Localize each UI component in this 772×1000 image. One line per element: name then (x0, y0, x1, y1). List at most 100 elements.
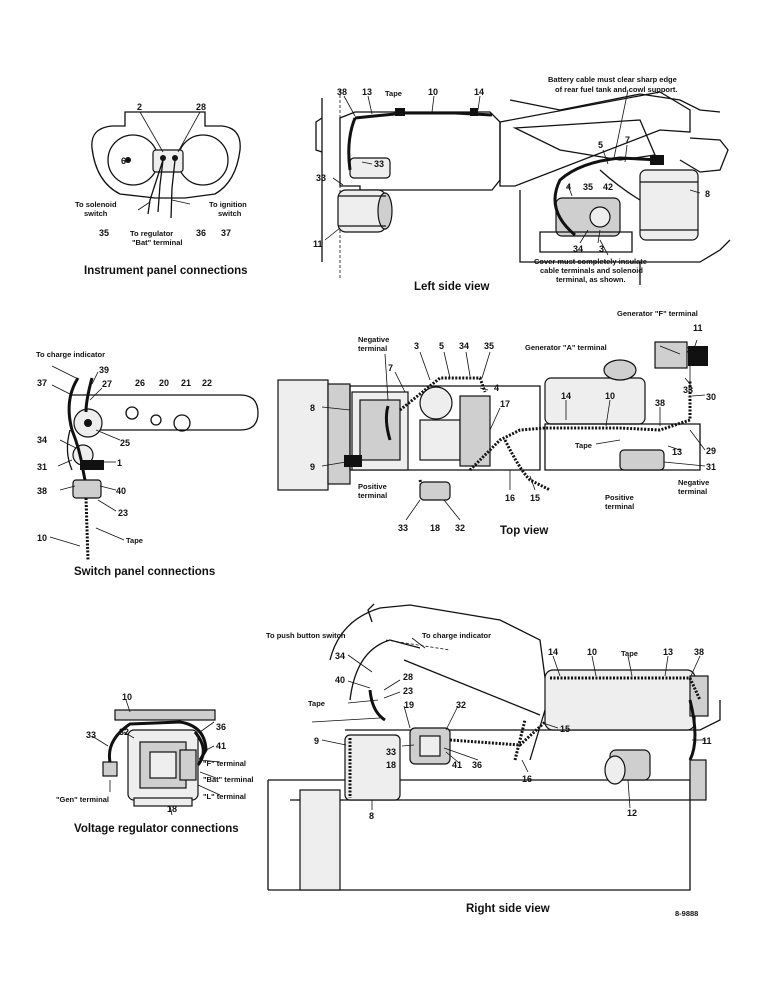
vr-callout-18: 18 (167, 804, 177, 814)
tv-tape-label: Tape (575, 441, 592, 450)
tv-callout-35: 35 (484, 341, 494, 351)
lsv-callout-34: 34 (573, 244, 583, 254)
sp-callout-31: 31 (37, 462, 47, 472)
tv-generator-f-terminal: Generator "F" terminal (617, 309, 698, 318)
rsv-callout-40: 40 (335, 675, 345, 685)
rsv-callout-8: 8 (369, 811, 374, 821)
ip-note-to-regulator: To regulator (130, 229, 173, 238)
vr-callout-41: 41 (216, 741, 226, 751)
ip-note-bat-terminal: "Bat" terminal (132, 238, 182, 247)
sp-callout-21: 21 (181, 378, 191, 388)
sp-callout-37: 37 (37, 378, 47, 388)
tv-callout-33-bottom: 33 (398, 523, 408, 533)
tv-generator-a-terminal: Generator "A" terminal (525, 343, 607, 352)
voltage-regulator-caption: Voltage regulator connections (74, 823, 239, 835)
sp-callout-25: 25 (120, 438, 130, 448)
tv-callout-29: 29 (706, 446, 716, 456)
tv-positive-terminal-line2: terminal (358, 491, 387, 500)
rsv-callout-41: 41 (452, 760, 462, 770)
tv-callout-5: 5 (439, 341, 444, 351)
left-side-view-drawing (315, 89, 731, 285)
tv-negative-terminal-line2: terminal (358, 344, 387, 353)
rsv-callout-23: 23 (403, 686, 413, 696)
lsv-callout-14: 14 (474, 87, 484, 97)
sp-callout-27: 27 (102, 379, 112, 389)
lsv-callout-33-lower: 33 (316, 173, 326, 183)
right-side-view-caption: Right side view (466, 903, 550, 915)
sp-callout-38: 38 (37, 486, 47, 496)
lsv-callout-8: 8 (705, 189, 710, 199)
voltage-regulator-drawing (91, 699, 221, 816)
tv-callout-9: 9 (310, 462, 315, 472)
tv-callout-8: 8 (310, 403, 315, 413)
tv-positive-terminal-line1: Positive (358, 482, 387, 491)
left-side-view-caption: Left side view (414, 281, 489, 293)
lsv-note-cover-line2: cable terminals and solenoid (540, 266, 643, 275)
lsv-callout-33-upper: 33 (374, 159, 384, 169)
tv-callout-10: 10 (605, 391, 615, 401)
ip-note-ignition-switch: switch (218, 209, 242, 218)
vr-callout-33: 33 (86, 730, 96, 740)
tv-callout-3: 3 (414, 341, 419, 351)
rsv-callout-38: 38 (694, 647, 704, 657)
rsv-callout-14: 14 (548, 647, 558, 657)
tv-callout-34: 34 (459, 341, 469, 351)
instrument-panel-drawing (91, 111, 241, 219)
tv-callout-11: 11 (693, 323, 703, 333)
ip-callout-37: 37 (221, 228, 231, 238)
rsv-callout-19: 19 (404, 700, 414, 710)
rsv-callout-32: 32 (456, 700, 466, 710)
tv-callout-17: 17 (500, 399, 510, 409)
rsv-to-push-button-switch: To push button switch (266, 631, 346, 640)
rsv-callout-34: 34 (335, 651, 345, 661)
lsv-callout-35: 35 (583, 182, 593, 192)
sp-callout-20: 20 (159, 378, 169, 388)
tv-callout-14: 14 (561, 391, 571, 401)
right-side-view-drawing (267, 603, 721, 891)
ip-callout-6: 6 (121, 156, 126, 166)
tv-callout-16: 16 (505, 493, 515, 503)
sp-callout-22: 22 (202, 378, 212, 388)
rsv-callout-15: 15 (560, 724, 570, 734)
ip-callout-35: 35 (99, 228, 109, 238)
instrument-panel-caption: Instrument panel connections (84, 265, 248, 277)
ip-callout-28: 28 (196, 102, 206, 112)
rsv-tape-label-left: Tape (308, 699, 325, 708)
ip-note-to-solenoid: To solenoid (75, 200, 117, 209)
tv-callout-33-right: 33 (683, 385, 693, 395)
lsv-callout-13: 13 (362, 87, 372, 97)
lsv-note-cover-line3: terminal, as shown. (556, 275, 626, 284)
ip-callout-2: 2 (137, 102, 142, 112)
sp-to-charge-indicator: To charge indicator (36, 350, 105, 359)
ip-callout-36: 36 (196, 228, 206, 238)
ip-note-solenoid-switch: switch (84, 209, 108, 218)
vr-l-terminal: "L" terminal (203, 792, 246, 801)
tv-negative-right-line2: terminal (678, 487, 707, 496)
tv-callout-15: 15 (530, 493, 540, 503)
tv-callout-31: 31 (706, 462, 716, 472)
tv-positive-right-line1: Positive (605, 493, 634, 502)
tv-positive-right-line2: terminal (605, 502, 634, 511)
top-view-drawing (277, 339, 708, 521)
lsv-note-cover-line1: Cover must completely insulate (534, 257, 647, 266)
tv-callout-18: 18 (430, 523, 440, 533)
rsv-callout-28-upper: 28 (403, 672, 413, 682)
lsv-callout-38: 38 (337, 87, 347, 97)
tv-callout-4: 4 (494, 383, 499, 393)
lsv-callout-7: 7 (625, 135, 630, 145)
sp-tape-label: Tape (126, 536, 143, 545)
vr-f-terminal: "F" terminal (203, 759, 246, 768)
rsv-callout-18: 18 (386, 760, 396, 770)
lsv-callout-3: 3 (599, 244, 604, 254)
vr-callout-32: 32 (119, 727, 129, 737)
rsv-callout-16: 16 (522, 774, 532, 784)
switch-panel-drawing (49, 365, 259, 561)
tv-negative-right-line1: Negative (678, 478, 709, 487)
sp-callout-34: 34 (37, 435, 47, 445)
rsv-callout-10: 10 (587, 647, 597, 657)
lsv-callout-42: 42 (603, 182, 613, 192)
sp-callout-40: 40 (116, 486, 126, 496)
sp-callout-10: 10 (37, 533, 47, 543)
